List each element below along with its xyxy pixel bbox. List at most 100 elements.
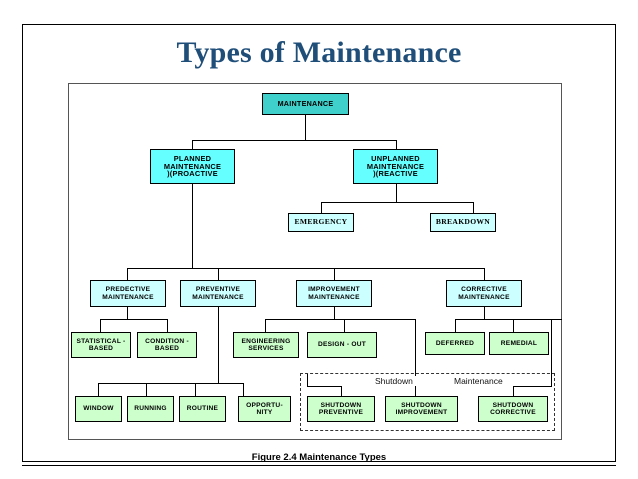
caption-rule — [22, 465, 616, 466]
connector-level2-bus — [192, 140, 396, 141]
node-engineering-line1: ENGINEERING — [241, 337, 291, 345]
node-shutdown-preventive-line1: SHUTDOWN — [320, 401, 362, 409]
node-engineering-services[interactable]: ENGINEERING SERVICES — [233, 332, 299, 358]
node-emergency-label: EMERGENCY — [294, 217, 348, 227]
node-improvement-line1: IMPROVEMENT — [308, 286, 360, 294]
node-routine-label: ROUTINE — [186, 405, 219, 413]
node-running[interactable]: RUNNING — [127, 396, 174, 422]
node-opportunity-line2: NITY — [256, 409, 273, 416]
node-routine[interactable]: ROUTINE — [179, 396, 226, 422]
connector-level3-bus — [321, 202, 473, 203]
node-shutdown-preventive[interactable]: SHUTDOWN PREVENTIVE — [307, 396, 375, 422]
node-remedial[interactable]: REMEDIAL — [489, 332, 549, 355]
connector-preventive-down — [218, 307, 219, 383]
node-condition-line2: BASED — [154, 345, 180, 352]
node-shutdown-corrective[interactable]: SHUTDOWN CORRECTIVE — [478, 396, 548, 422]
shutdown-maintenance-group — [300, 373, 555, 431]
node-unplanned-line2: MAINTENANCE — [366, 161, 425, 171]
connector-improvement-bus — [265, 319, 344, 320]
connector-level4-bus — [127, 268, 484, 269]
node-shutdown-corrective-line1: SHUTDOWN — [492, 401, 534, 409]
node-planned-line3: )(PROACTIVE — [167, 169, 218, 179]
connector-condition-drop — [167, 319, 168, 332]
connector-corrective-drop — [484, 268, 485, 280]
connector-root-down — [305, 115, 306, 140]
node-design-out-label: DESIGN - OUT — [317, 341, 367, 349]
node-opportunity-line1: OPPORTU- — [246, 401, 283, 409]
node-condition-based[interactable]: CONDITION - BASED — [137, 332, 197, 358]
node-preventive-maintenance[interactable]: PREVENTIVE MAINTENANCE — [180, 280, 256, 307]
node-planned-maintenance[interactable]: PLANNED MAINTENANCE )(PROACTIVE — [150, 149, 235, 184]
connector-predective-bus — [100, 319, 167, 320]
node-planned-line1: PLANNED — [173, 153, 212, 163]
node-maintenance[interactable]: MAINTENANCE — [262, 93, 349, 115]
connector-window-drop — [98, 383, 99, 396]
connector-planned-down — [192, 183, 193, 268]
connector-shutdown-improvement-down — [415, 319, 416, 395]
slide-border — [22, 24, 616, 462]
node-emergency[interactable]: EMERGENCY — [288, 213, 354, 232]
connector-corrective-down — [484, 307, 485, 319]
connector-unplanned-drop — [396, 140, 397, 150]
connector-preventive-drop — [218, 268, 219, 280]
node-shutdown-improvement[interactable]: SHUTDOWN IMPROVEMENT — [385, 396, 458, 422]
node-shutdown-improvement-line1: SHUTDOWN — [401, 401, 442, 409]
node-improvement-maintenance[interactable]: IMPROVEMENT MAINTENANCE — [296, 280, 372, 307]
connector-bottom-bus — [98, 383, 243, 384]
node-shutdown-corrective-line2: CORRECTIVE — [490, 409, 536, 416]
connector-opportunity-drop — [243, 383, 244, 396]
node-corrective-line2: MAINTENANCE — [458, 293, 510, 301]
node-window[interactable]: WINDOW — [75, 396, 122, 422]
connector-improvement-right — [344, 319, 416, 320]
node-statistical-based[interactable]: STATISTICAL - BASED — [71, 332, 131, 358]
connector-predective-down — [127, 307, 128, 319]
connector-emergency-drop — [321, 202, 322, 213]
node-preventive-line1: PREVENTIVE — [195, 286, 241, 294]
connector-shutdown-preventive-h — [307, 386, 341, 387]
node-engineering-line2: SERVICES — [248, 345, 284, 352]
node-opportunity[interactable]: OPPORTU- NITY — [238, 396, 291, 422]
node-preventive-line2: MAINTENANCE — [192, 293, 244, 301]
connector-shutdown-improvement-drop — [415, 386, 416, 396]
connector-improvement-down — [334, 307, 335, 319]
node-breakdown[interactable]: BREAKDOWN — [430, 213, 496, 232]
node-deferred[interactable]: DEFERRED — [425, 332, 485, 355]
connector-breakdown-drop — [473, 202, 474, 213]
connector-statistical-drop — [100, 319, 101, 332]
node-shutdown-improvement-line2: IMPROVEMENT — [395, 409, 448, 416]
connector-shutdown-corrective-left — [513, 386, 552, 387]
connector-unplanned-down — [396, 183, 397, 202]
connector-design-out-drop — [344, 319, 345, 332]
node-improvement-line2: MAINTENANCE — [308, 293, 360, 301]
node-breakdown-label: BREAKDOWN — [435, 217, 491, 227]
node-statistical-line2: BASED — [88, 345, 114, 352]
connector-deferred-drop — [455, 319, 456, 332]
connector-corrective-bus — [455, 319, 562, 320]
connector-routine-drop — [195, 383, 196, 396]
node-window-label: WINDOW — [83, 405, 114, 413]
connector-improvement-drop — [334, 268, 335, 280]
node-condition-line1: CONDITION - — [145, 337, 189, 345]
node-predective-line2: MAINTENANCE — [102, 293, 154, 301]
page-title: Types of Maintenance — [176, 36, 462, 69]
node-deferred-label: DEFERRED — [435, 339, 475, 347]
figure-caption: Figure 2.4 Maintenance Types — [251, 452, 387, 463]
node-design-out[interactable]: DESIGN - OUT — [307, 332, 377, 358]
node-predective-line1: PREDECTIVE — [105, 286, 151, 294]
node-corrective-maintenance[interactable]: CORRECTIVE MAINTENANCE — [446, 280, 522, 307]
node-predective-maintenance[interactable]: PREDECTIVE MAINTENANCE — [90, 280, 166, 307]
group-label-maintenance: Maintenance — [451, 376, 506, 386]
connector-planned-drop — [192, 140, 193, 150]
connector-running-drop — [146, 383, 147, 396]
node-unplanned-maintenance[interactable]: UNPLANNED MAINTENANCE )(REACTIVE — [353, 149, 438, 184]
connector-engineering-drop — [265, 319, 266, 332]
connector-shutdown-preventive-drop — [341, 386, 342, 396]
node-unplanned-line3: )(REACTIVE — [373, 169, 418, 179]
connector-remedial-drop — [513, 319, 514, 332]
node-maintenance-label: MAINTENANCE — [277, 99, 334, 109]
node-running-label: RUNNING — [134, 405, 167, 413]
node-corrective-line1: CORRECTIVE — [461, 286, 507, 294]
connector-shutdown-corrective-down — [551, 319, 552, 386]
node-planned-line2: MAINTENANCE — [163, 161, 222, 171]
